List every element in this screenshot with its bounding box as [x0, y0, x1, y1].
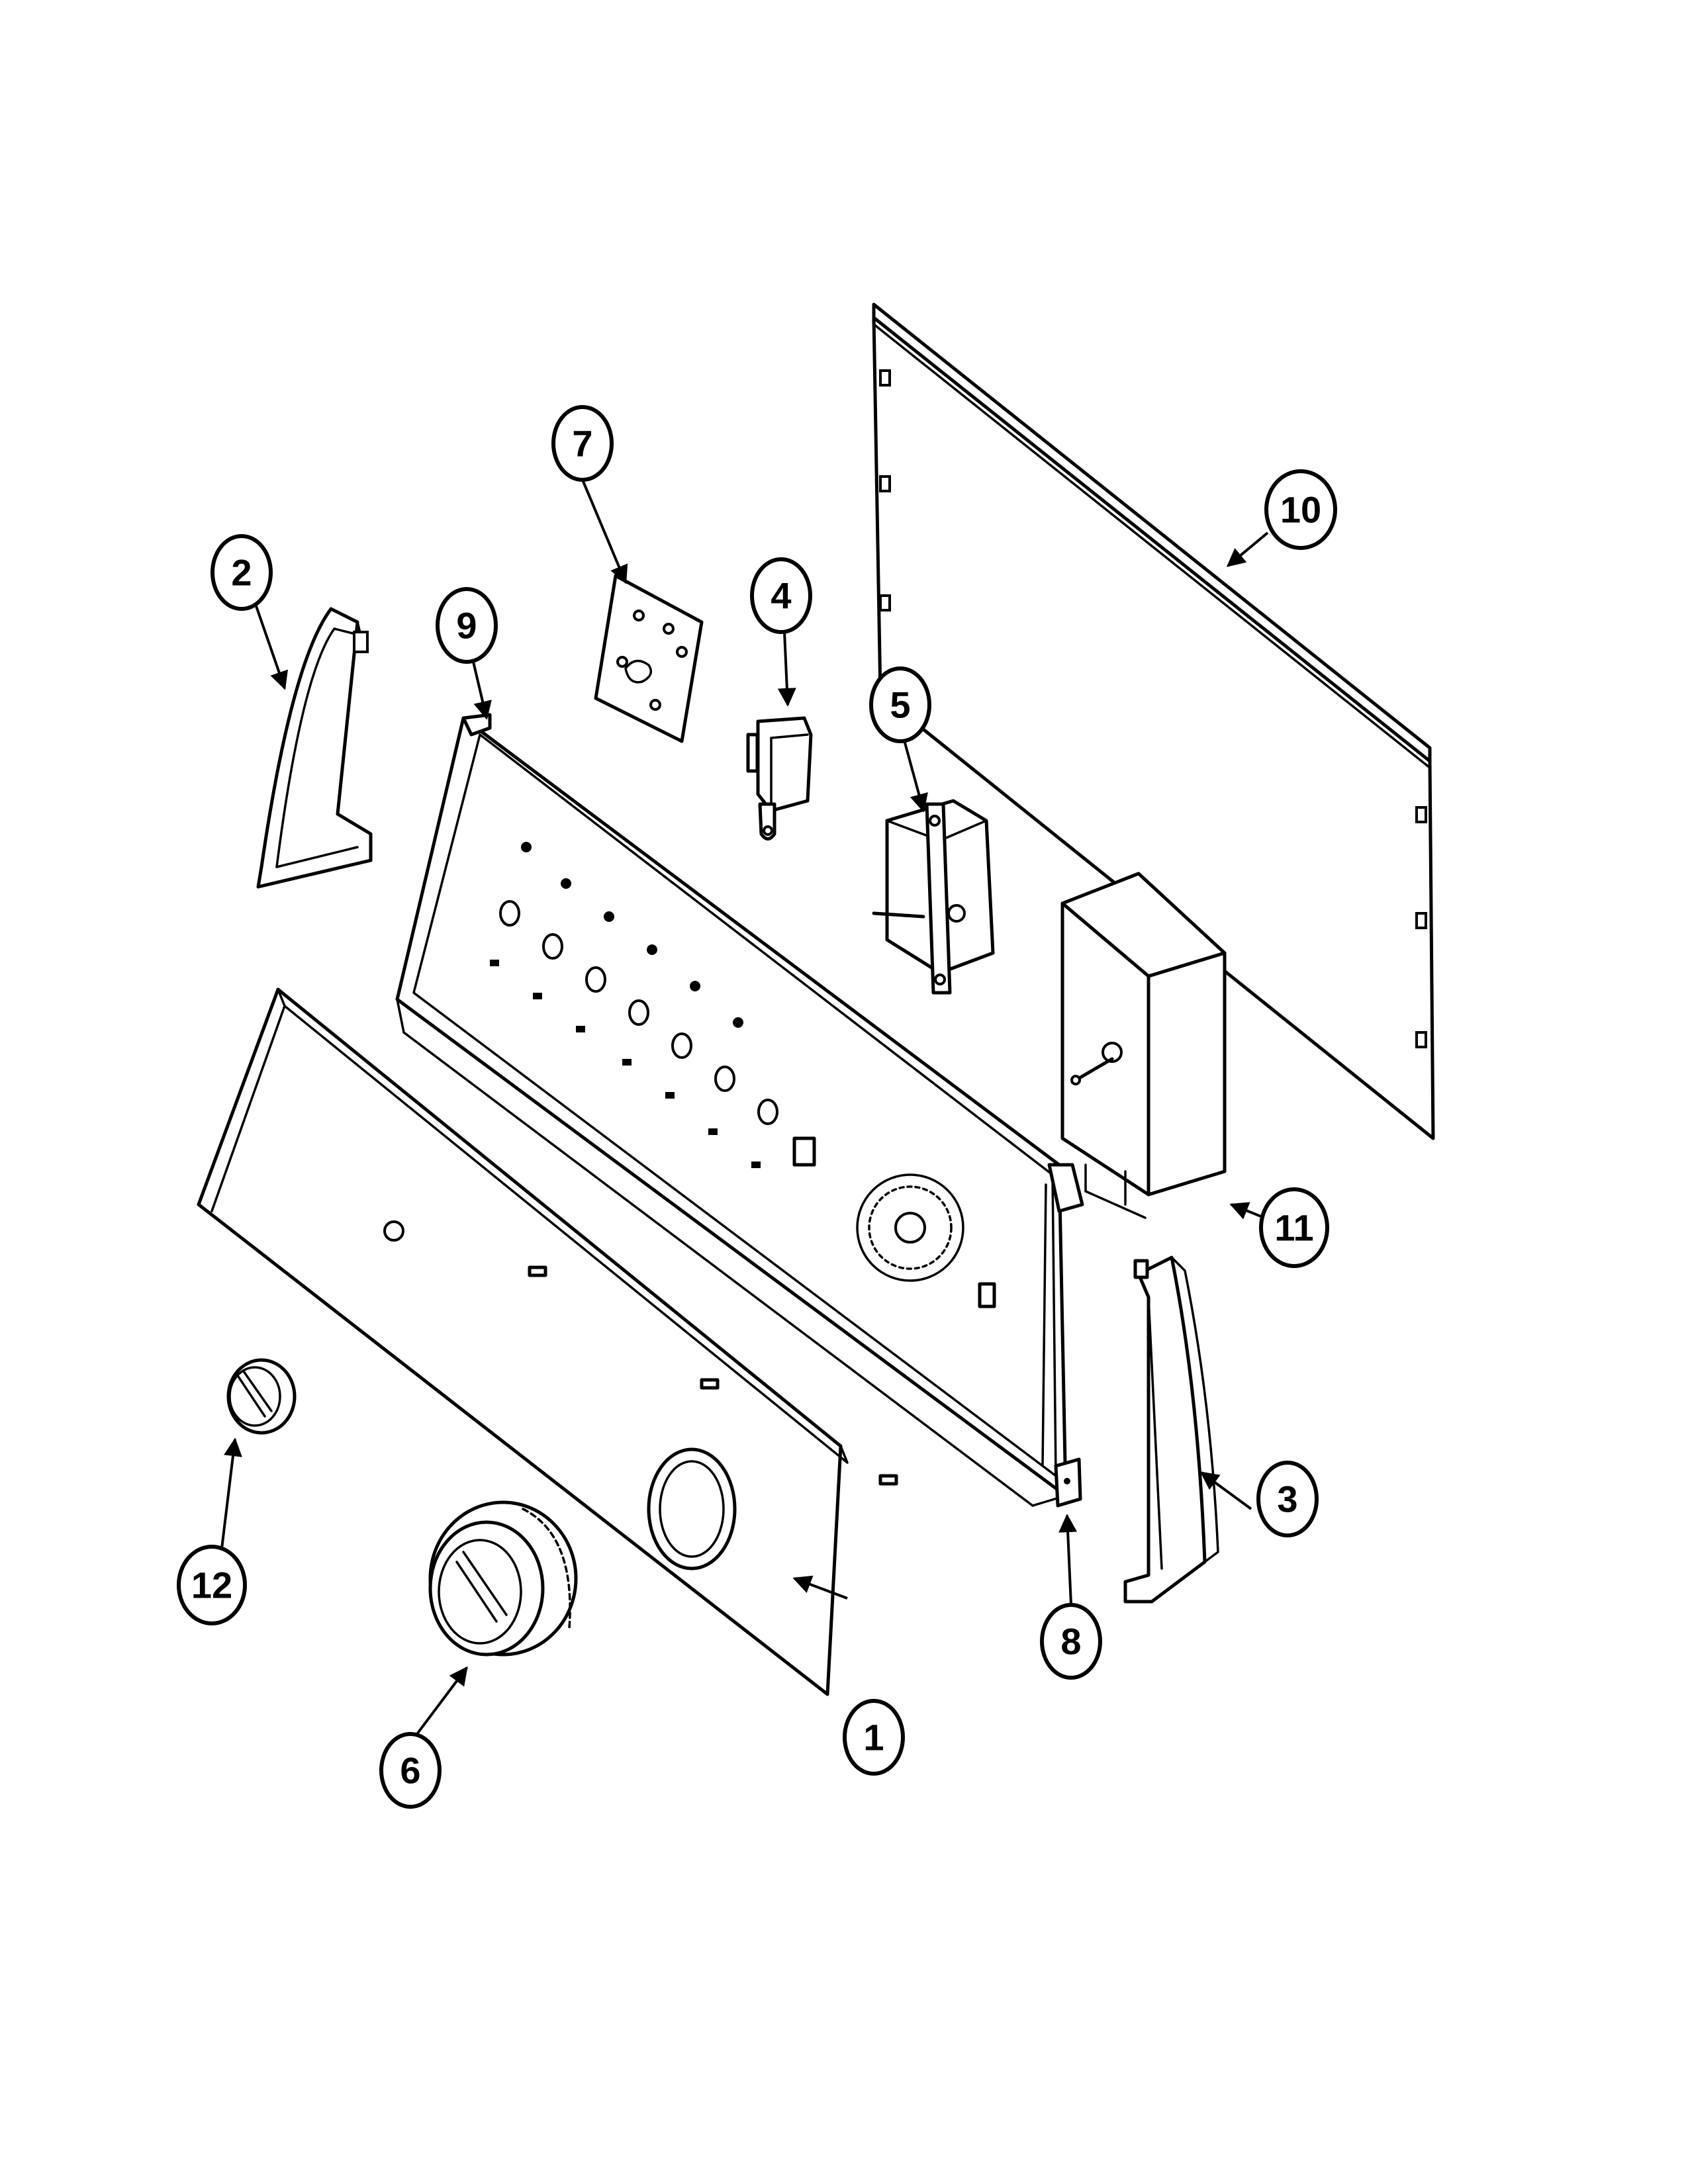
part-front-panel	[197, 987, 898, 1696]
part-left-end-cap	[256, 607, 373, 889]
callout-1-label: 1	[863, 1717, 884, 1758]
callout-3: 3	[1256, 1461, 1319, 1537]
callout-11-label: 11	[1274, 1207, 1313, 1249]
callout-4-label: 4	[771, 575, 791, 617]
part-right-end-cap	[1123, 1255, 1219, 1604]
callout-5-label: 5	[890, 684, 910, 726]
callout-12-label: 12	[191, 1565, 232, 1606]
part-rotary-switch	[872, 799, 995, 995]
leader-lines	[220, 479, 1269, 1735]
part-console-frame	[395, 713, 1084, 1507]
callout-9: 9	[436, 587, 498, 664]
part-clip	[1054, 1457, 1082, 1508]
part-rear-panel	[872, 302, 1435, 1140]
callout-8: 8	[1040, 1603, 1102, 1680]
callout-2-label: 2	[231, 552, 252, 594]
part-knob	[428, 1500, 578, 1657]
callout-10-label: 10	[1280, 489, 1321, 531]
part-control-box	[1060, 872, 1227, 1219]
callout-12: 12	[177, 1545, 247, 1625]
callout-1: 1	[843, 1699, 905, 1776]
callout-8-label: 8	[1060, 1621, 1081, 1662]
callout-3-label: 3	[1277, 1479, 1297, 1520]
part-switch	[746, 716, 813, 841]
callout-4: 4	[750, 557, 812, 634]
callout-11: 11	[1259, 1187, 1329, 1268]
callout-2: 2	[211, 534, 273, 611]
callout-7-label: 7	[572, 423, 592, 465]
callout-9-label: 9	[456, 605, 477, 647]
callout-7: 7	[551, 405, 614, 482]
callout-5: 5	[869, 666, 931, 743]
callout-6: 6	[379, 1732, 442, 1809]
part-small-lens	[226, 1358, 297, 1435]
callout-10: 10	[1264, 469, 1337, 550]
callout-6-label: 6	[400, 1750, 420, 1792]
part-bracket-plate	[594, 574, 704, 743]
